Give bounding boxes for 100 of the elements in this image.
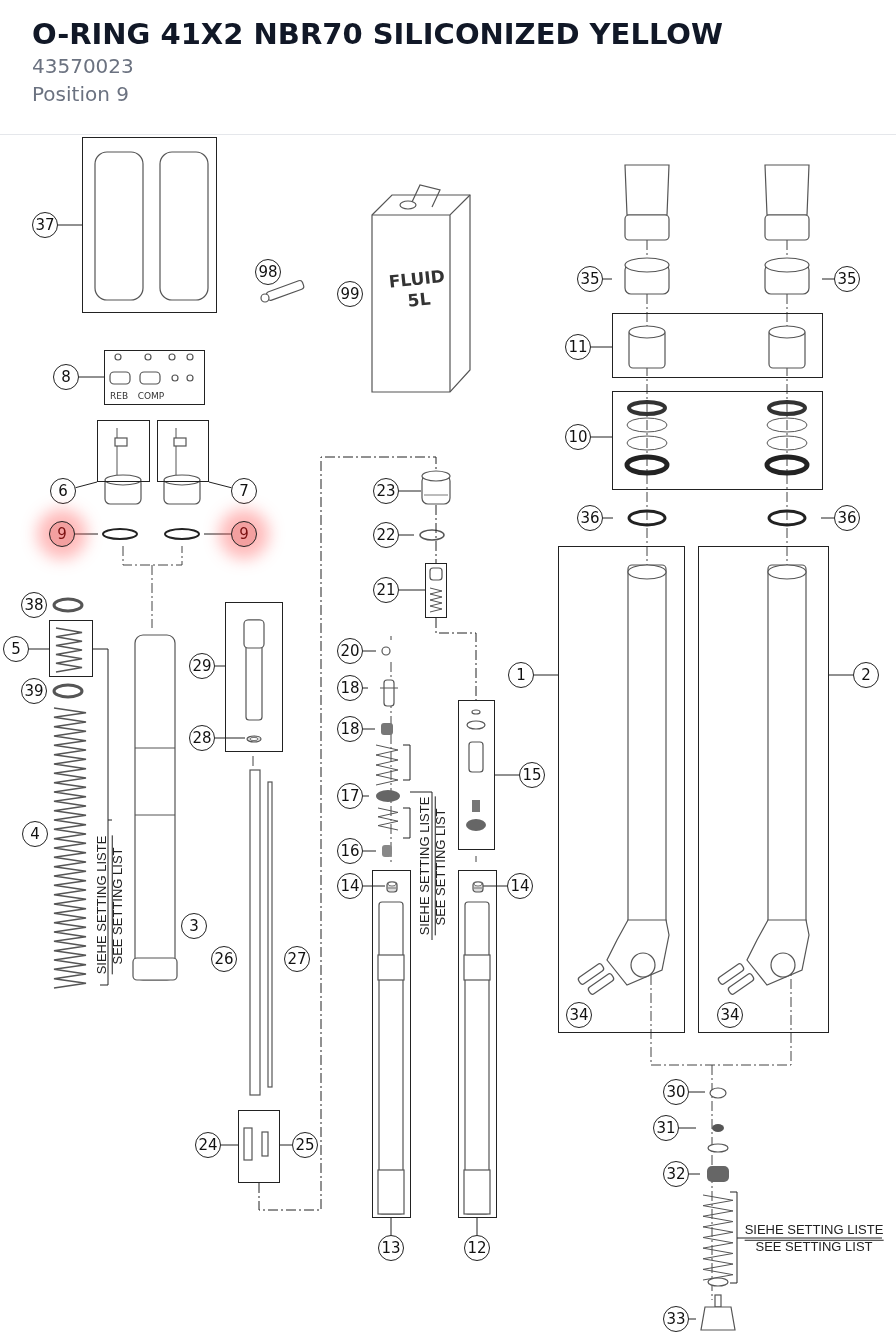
note-text: SIEHE SETTING LISTE	[744, 1219, 884, 1241]
leader-line	[279, 1144, 293, 1146]
leader-line	[678, 1127, 697, 1129]
callout-number: 29	[189, 653, 215, 679]
note-text: SIEHE SETTING LISTE	[414, 796, 436, 936]
callout-number: 20	[337, 638, 363, 664]
callout-number: 8	[53, 364, 79, 390]
leader-line	[533, 674, 559, 676]
group-frame	[458, 870, 497, 1218]
group-frame	[425, 563, 447, 618]
subtitle: Position 9	[32, 81, 130, 109]
leader-line	[214, 665, 226, 667]
group-frame	[558, 546, 685, 1033]
callout-number: 5	[3, 636, 29, 662]
group-frame	[612, 391, 823, 490]
leader-line	[362, 850, 377, 852]
callout-number: 16	[337, 838, 363, 864]
leader-line	[590, 346, 613, 348]
callout-number: 13	[378, 1235, 404, 1261]
callout-number: 18	[337, 716, 363, 742]
callout-number: 18	[337, 675, 363, 701]
leader-line	[74, 533, 99, 535]
callout-number: 99	[337, 281, 363, 307]
leader-line	[208, 481, 232, 489]
callout-number: 25	[292, 1132, 318, 1158]
callout-number: 30	[663, 1079, 689, 1105]
callout-number: 23	[373, 478, 399, 504]
can-label: FLUID 5L	[386, 265, 447, 314]
callout-number: 28	[189, 725, 215, 751]
leader-line	[590, 436, 613, 438]
callout-number: 33	[663, 1306, 689, 1332]
callout-number: 34	[717, 1002, 743, 1028]
leader-line	[28, 648, 50, 650]
leader-line	[398, 534, 415, 536]
callout-number: 9	[49, 521, 75, 547]
callout-number: 31	[653, 1115, 679, 1141]
leader-line	[362, 687, 369, 689]
title: O-RING 41X2 NBR70 SILICONIZED YELLOW	[32, 16, 724, 53]
leader-line	[57, 224, 83, 226]
center-line	[258, 456, 437, 1211]
callout-number: 36	[834, 505, 860, 531]
leader-line	[482, 885, 508, 887]
washer-drawing	[246, 735, 262, 743]
center-line	[435, 617, 477, 701]
leader-line	[362, 728, 376, 730]
plug-drawing	[386, 881, 398, 893]
note-text: COMP	[137, 390, 165, 404]
leader-line	[494, 774, 520, 776]
leader-line	[602, 278, 613, 280]
group-frame	[238, 1110, 280, 1183]
callout-number: 35	[834, 266, 860, 292]
callout-number: 32	[663, 1161, 689, 1187]
leader-line	[75, 481, 98, 489]
group-frame	[97, 420, 150, 482]
callout-number: 14	[507, 873, 533, 899]
callout-number: 12	[464, 1235, 490, 1261]
group-frame	[49, 620, 93, 677]
plug-drawing	[472, 881, 484, 893]
leader-line	[362, 885, 386, 887]
group-frame	[157, 420, 209, 482]
leader-line	[362, 650, 377, 652]
callout-number: 9	[231, 521, 257, 547]
callout-number: 39	[21, 678, 47, 704]
callout-number: 27	[284, 946, 310, 972]
callout-number: 15	[519, 762, 545, 788]
group-frame	[458, 700, 495, 850]
callout-number: 11	[565, 334, 591, 360]
subtitle: 43570023	[32, 53, 135, 81]
callout-number: 22	[373, 522, 399, 548]
group-frame	[104, 350, 205, 405]
leader-line	[398, 589, 426, 591]
callout-number: 3	[181, 913, 207, 939]
callout-number: 36	[577, 505, 603, 531]
leader-line	[214, 737, 246, 739]
group-frame	[225, 602, 283, 752]
callout-number: 34	[566, 1002, 592, 1028]
group-frame	[698, 546, 829, 1033]
note-text: SIEHE SETTING LISTE	[91, 835, 113, 975]
leader-line	[688, 1091, 706, 1093]
callout-number: 21	[373, 577, 399, 603]
callout-number: 35	[577, 266, 603, 292]
leader-line	[362, 795, 370, 797]
callout-number: 17	[337, 783, 363, 809]
center-line	[435, 504, 437, 564]
callout-number: 38	[21, 592, 47, 618]
callout-number: 24	[195, 1132, 221, 1158]
callout-number: 4	[22, 821, 48, 847]
callout-number: 10	[565, 424, 591, 450]
leader-line	[821, 278, 835, 280]
leader-line	[78, 376, 105, 378]
leader-line	[398, 490, 422, 492]
leader-line	[476, 1217, 478, 1236]
note-text: REB	[109, 390, 129, 404]
leader-line	[602, 517, 614, 519]
cap-drawing	[421, 470, 451, 505]
leader-line	[203, 533, 232, 535]
leader-line	[688, 1173, 701, 1175]
callout-number: 26	[211, 946, 237, 972]
callout-number: 98	[255, 259, 281, 285]
leader-line	[828, 674, 854, 676]
